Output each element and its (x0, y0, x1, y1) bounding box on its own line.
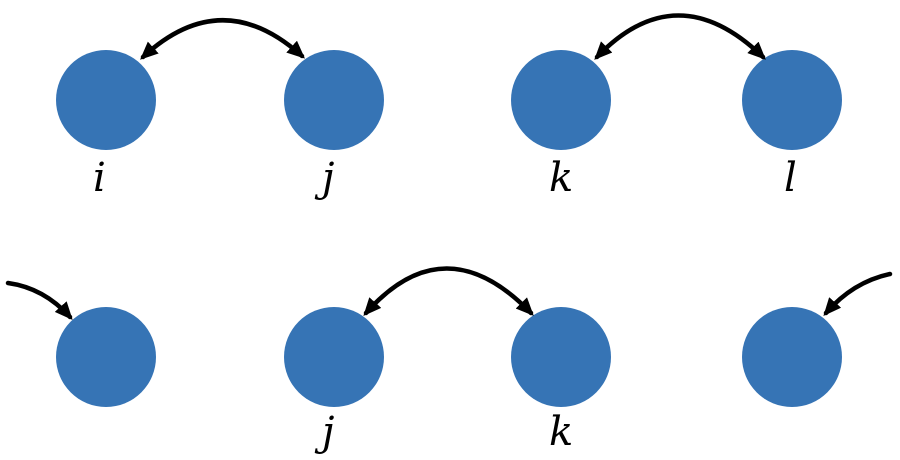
node-top-3 (511, 50, 611, 150)
node-bottom-1 (56, 307, 156, 407)
node-bottom-3 (511, 307, 611, 407)
node-top-4 (742, 50, 842, 150)
label-top-3: k (549, 155, 573, 201)
label-bottom-2: j (314, 409, 334, 455)
top-row: i j k l (56, 13, 842, 201)
bottom-row: j k (5, 266, 893, 455)
node-top-2 (284, 50, 384, 150)
arc-bottom-incoming-right (823, 271, 893, 317)
label-top-4: l (784, 155, 797, 201)
label-top-2: j (314, 155, 334, 201)
label-bottom-3: k (549, 409, 573, 455)
node-top-1 (56, 50, 156, 150)
arc-top-k-l (594, 13, 766, 60)
node-bottom-4 (742, 307, 842, 407)
arc-top-i-j (140, 18, 305, 60)
arc-bottom-j-k (363, 266, 534, 316)
node-bottom-2 (284, 307, 384, 407)
label-top-1: i (93, 155, 106, 201)
arc-bottom-incoming-left (5, 280, 73, 320)
